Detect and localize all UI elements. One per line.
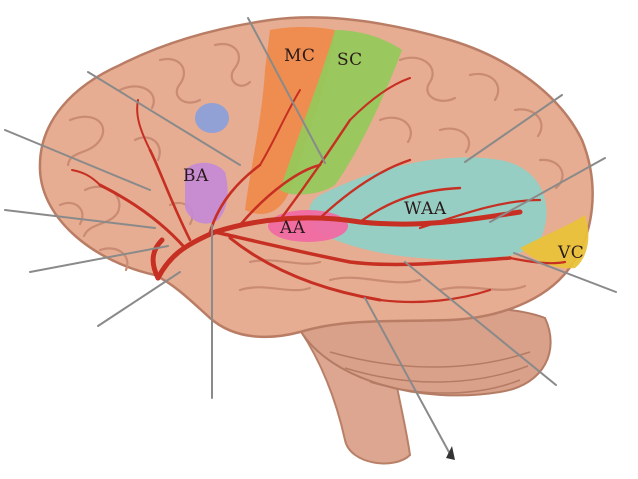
- visual-cortex-area: [520, 215, 589, 269]
- wernickes-area-region: [308, 157, 547, 261]
- label-ba: BA: [183, 166, 209, 186]
- leader-line: [29, 245, 169, 273]
- label-waa: WAA: [404, 199, 447, 219]
- leader-line: [489, 157, 606, 223]
- motor-cortex-area: [245, 27, 335, 214]
- label-mc: MC: [284, 46, 315, 66]
- brocas-area-region: [185, 162, 228, 224]
- leader-line: [513, 252, 617, 293]
- leader-line: [97, 271, 181, 327]
- leader-line: [464, 94, 563, 163]
- leader-line: [87, 71, 241, 166]
- label-sc: SC: [337, 50, 363, 70]
- label-vc: VC: [557, 243, 584, 263]
- leader-arrowhead: [446, 446, 455, 460]
- leader-lines: [4, 17, 617, 455]
- leader-line: [247, 17, 326, 164]
- leader-line: [4, 209, 156, 229]
- label-aa: AA: [279, 218, 306, 238]
- small-cortical-spot: [195, 103, 229, 133]
- middle-cerebral-artery: [71, 77, 567, 304]
- leader-line: [404, 261, 557, 386]
- leader-line: [364, 297, 451, 455]
- leader-line: [4, 129, 151, 191]
- somatosensory-cortex-area: [280, 30, 402, 195]
- gyri-texture: [58, 42, 564, 292]
